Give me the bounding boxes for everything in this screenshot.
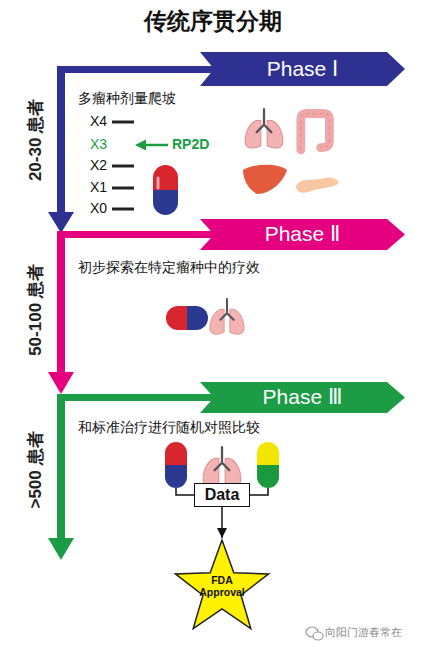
approval-star: FDA Approval <box>170 538 274 630</box>
colon-icon <box>301 114 330 150</box>
pill-half <box>165 465 187 488</box>
pill-half <box>187 306 208 330</box>
dose-level: X1 <box>90 179 107 196</box>
phase-arrow-head <box>48 212 74 233</box>
patient-count: >500 患者 <box>26 431 46 508</box>
dose-level: X0 <box>90 200 107 217</box>
pancreas-icon <box>296 177 338 192</box>
phase-description: 多瘤种剂量爬坡 <box>78 90 176 107</box>
pill-half <box>153 190 178 215</box>
flow-arrow <box>221 507 223 538</box>
rp2d-label: RP2D <box>172 136 209 153</box>
phase-arrow-shaft <box>57 394 215 401</box>
watermark-icon <box>313 632 323 640</box>
node-text: Data <box>205 486 240 504</box>
phase-title: Phase Ⅲ <box>263 385 343 409</box>
rp2d-arrow-head <box>135 140 146 151</box>
banner-shape <box>200 219 405 250</box>
phase-banner: Phase Ⅱ <box>200 219 405 250</box>
node-text: FDA Approval <box>195 574 249 598</box>
merge-line <box>176 488 194 495</box>
phase-arrow-shaft <box>57 394 65 540</box>
phase-arrow-head <box>48 538 74 560</box>
dose-level: X2 <box>90 157 107 174</box>
patient-count: 20-30 患者 <box>26 99 46 181</box>
star-shape <box>175 540 268 629</box>
phase-arrow-shaft <box>57 66 215 73</box>
pill-half <box>257 442 279 465</box>
phase-description: 初步探索在特定瘤种中的疗效 <box>78 259 260 276</box>
pill-half <box>257 465 279 488</box>
phase-title: Phase Ⅱ <box>265 222 341 246</box>
dose-level: X4 <box>90 113 107 130</box>
phase-arrow-shaft <box>57 66 65 214</box>
watermark: 向阳门游春常在 <box>325 626 402 639</box>
lung-icon <box>203 447 241 486</box>
dose-bar <box>112 165 134 168</box>
lung-icon <box>245 109 283 148</box>
pill-half <box>153 165 178 190</box>
patient-count: 50-100 患者 <box>26 264 46 356</box>
phase-arrow-shaft <box>57 231 215 238</box>
diagram-title: 传统序贯分期 <box>0 6 426 37</box>
phase-arrow-shaft <box>57 231 65 374</box>
banner-shape <box>200 52 405 86</box>
liver-icon <box>243 165 287 194</box>
phase-banner: Phase Ⅰ <box>200 52 405 86</box>
rp2d-arrow <box>143 144 168 147</box>
merge-line <box>250 488 268 495</box>
lung-icon <box>210 299 244 334</box>
dose-bar <box>112 208 134 211</box>
dose-bar <box>112 121 134 124</box>
dose-bar <box>112 187 134 190</box>
phase-arrow-head <box>48 372 74 394</box>
phase-title: Phase Ⅰ <box>267 57 339 81</box>
data-box: Data <box>194 483 250 507</box>
pill-half <box>166 306 187 330</box>
pill-highlight <box>157 178 160 188</box>
pill-half <box>165 442 187 465</box>
phase-banner: Phase Ⅲ <box>200 382 405 413</box>
banner-shape <box>200 382 405 413</box>
phase-description: 和标准治疗进行随机对照比较 <box>78 419 260 436</box>
dose-level: X3 <box>90 136 107 153</box>
